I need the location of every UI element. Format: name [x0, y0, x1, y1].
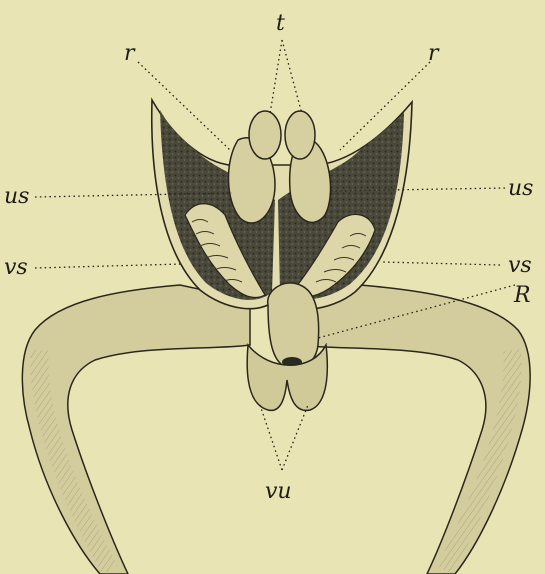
left-leg [22, 285, 250, 574]
testis-left [249, 111, 281, 159]
label-us-left: us [4, 184, 29, 209]
label-t: t [276, 11, 285, 36]
right-leg [300, 285, 530, 574]
label-vs-right: vs [508, 253, 532, 278]
label-R: R [513, 283, 531, 308]
rectum [268, 283, 319, 368]
label-r-right: r [428, 41, 440, 66]
label-us-right: us [508, 176, 533, 201]
label-vu: vu [265, 479, 292, 504]
label-vs-left: vs [4, 255, 28, 280]
testis-right [285, 111, 315, 159]
body-cavity [152, 100, 412, 309]
label-r-left: r [124, 41, 136, 66]
